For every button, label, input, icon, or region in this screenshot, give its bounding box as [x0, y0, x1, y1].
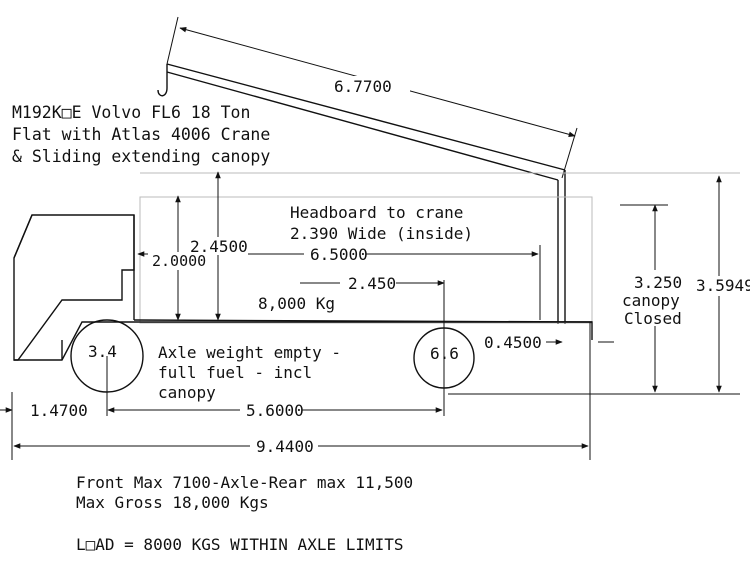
canopy-label-1: canopy: [622, 291, 680, 310]
axle-note-line-3: canopy: [158, 383, 216, 402]
overall-height-label: 3.5949: [696, 276, 750, 295]
crane-hook-icon: [157, 64, 168, 97]
headboard-line-1: Headboard to crane: [290, 203, 463, 222]
headboard-line-2: 2.390 Wide (inside): [290, 224, 473, 243]
canopy-outline: [139, 172, 740, 324]
footer-line-2: Max Gross 18,000 Kgs: [76, 493, 269, 512]
load-offset-label: 2.450: [348, 274, 396, 293]
overall-length-label: 9.4400: [256, 437, 314, 456]
title-line-2: Flat with Atlas 4006 Crane: [12, 125, 270, 144]
rear-axle-weight: 6.6: [430, 344, 459, 363]
title-line-1: M192K□E Volvo FL6 18 Ton: [12, 103, 250, 122]
footer-line-1: Front Max 7100-Axle-Rear max 11,500: [76, 473, 413, 492]
front-axle-weight: 3.4: [88, 342, 117, 361]
canopy-height-label: 3.250: [634, 273, 682, 292]
axle-note-line-1: Axle weight empty -: [158, 343, 341, 362]
wheelbase-label: 5.6000: [246, 401, 304, 420]
cab-height-label: 2.4500: [190, 237, 248, 256]
truck-chassis: [14, 319, 593, 361]
boom-dimension-label: 6.7700: [334, 77, 392, 96]
truck-cab: [13, 214, 135, 361]
front-overhang-label: 1.4700: [30, 401, 88, 420]
load-weight-label: 8,000 Kg: [258, 294, 335, 313]
bed-length-label: 6.5000: [310, 245, 368, 264]
floor-height-label: 2.0000: [152, 252, 206, 270]
axle-note-line-2: full fuel - incl: [158, 363, 312, 382]
title-line-3: & Sliding extending canopy: [12, 147, 270, 166]
rear-gap-label: 0.4500: [484, 333, 542, 352]
footer-line-3: L□AD = 8000 KGS WITHIN AXLE LIMITS: [76, 535, 404, 554]
canopy-label-2: Closed: [624, 309, 682, 328]
